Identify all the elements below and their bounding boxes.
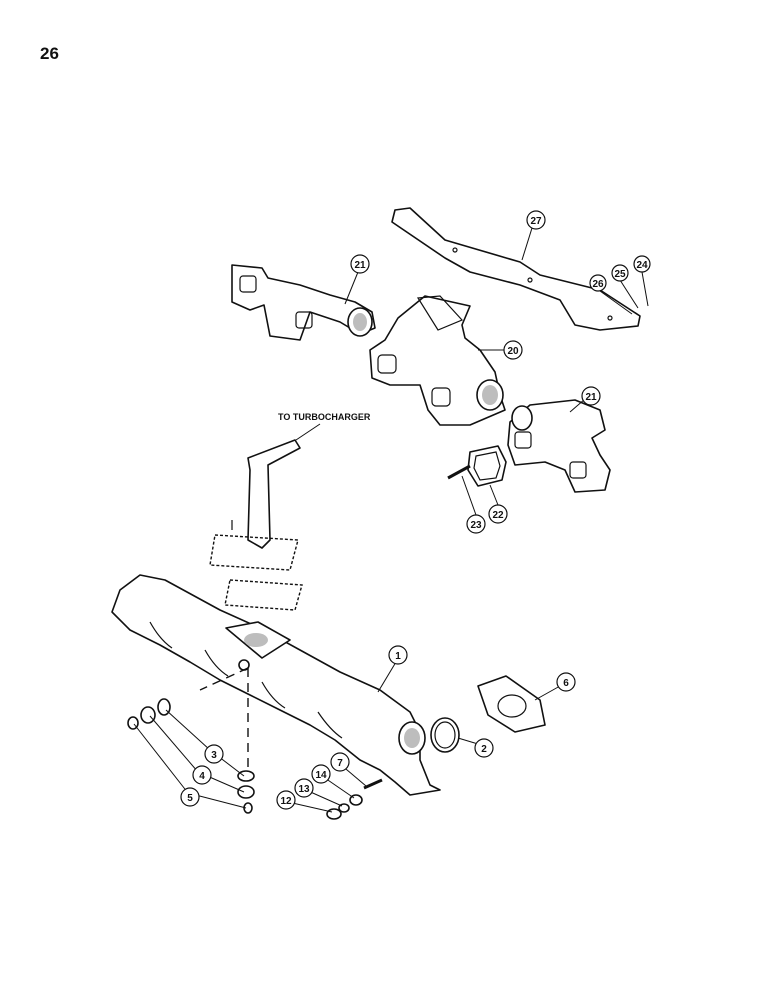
svg-text:14: 14 <box>315 770 327 781</box>
svg-text:2: 2 <box>481 744 487 755</box>
svg-text:6: 6 <box>563 678 569 689</box>
callout-4: 4 <box>192 765 212 785</box>
callout-6: 6 <box>556 672 576 692</box>
callout-21-left: 21 <box>350 254 370 274</box>
exhaust-manifold-center <box>369 295 506 426</box>
plug-hardware-lower <box>237 770 255 814</box>
svg-text:4: 4 <box>199 771 205 782</box>
svg-text:5: 5 <box>187 793 193 804</box>
callout-26: 26 <box>589 274 607 292</box>
callout-24: 24 <box>633 255 651 273</box>
stud <box>447 464 471 480</box>
svg-text:24: 24 <box>636 260 648 271</box>
turbocharger-pipe <box>209 439 303 611</box>
svg-text:25: 25 <box>614 269 626 280</box>
callout-27: 27 <box>526 210 546 230</box>
svg-text:20: 20 <box>507 346 519 357</box>
manifold-gasket <box>467 445 507 487</box>
outlet-gasket <box>477 675 546 733</box>
svg-text:23: 23 <box>470 520 482 531</box>
callout-3: 3 <box>204 744 224 764</box>
svg-text:26: 26 <box>592 279 604 290</box>
heat-shield <box>391 207 641 331</box>
svg-text:27: 27 <box>530 216 542 227</box>
callout-23: 23 <box>466 514 486 534</box>
svg-text:3: 3 <box>211 750 217 761</box>
callout-7: 7 <box>330 752 350 772</box>
exhaust-manifold-main <box>111 574 441 796</box>
callout-21-right: 21 <box>581 386 601 406</box>
callout-20: 20 <box>503 340 523 360</box>
seal-ring <box>430 717 460 753</box>
callout-14: 14 <box>311 764 331 784</box>
callout-12: 12 <box>276 790 296 810</box>
svg-text:7: 7 <box>337 758 343 769</box>
svg-text:12: 12 <box>280 796 292 807</box>
svg-text:13: 13 <box>298 784 310 795</box>
page-number: 26 <box>40 44 59 63</box>
svg-text:1: 1 <box>395 651 401 662</box>
turbocharger-label: TO TURBOCHARGER <box>278 412 371 422</box>
svg-text:22: 22 <box>492 510 504 521</box>
callout-13: 13 <box>294 778 314 798</box>
svg-text:21: 21 <box>585 392 597 403</box>
bolt-hardware <box>326 778 383 820</box>
exhaust-elbow-right <box>507 399 611 493</box>
callout-5: 5 <box>180 787 200 807</box>
callout-1: 1 <box>388 645 408 665</box>
callout-2: 2 <box>474 738 494 758</box>
alignment-line <box>199 667 249 772</box>
callout-22: 22 <box>488 504 508 524</box>
svg-text:21: 21 <box>354 260 366 271</box>
callout-25: 25 <box>611 264 629 282</box>
exhaust-elbow-left <box>231 264 376 341</box>
